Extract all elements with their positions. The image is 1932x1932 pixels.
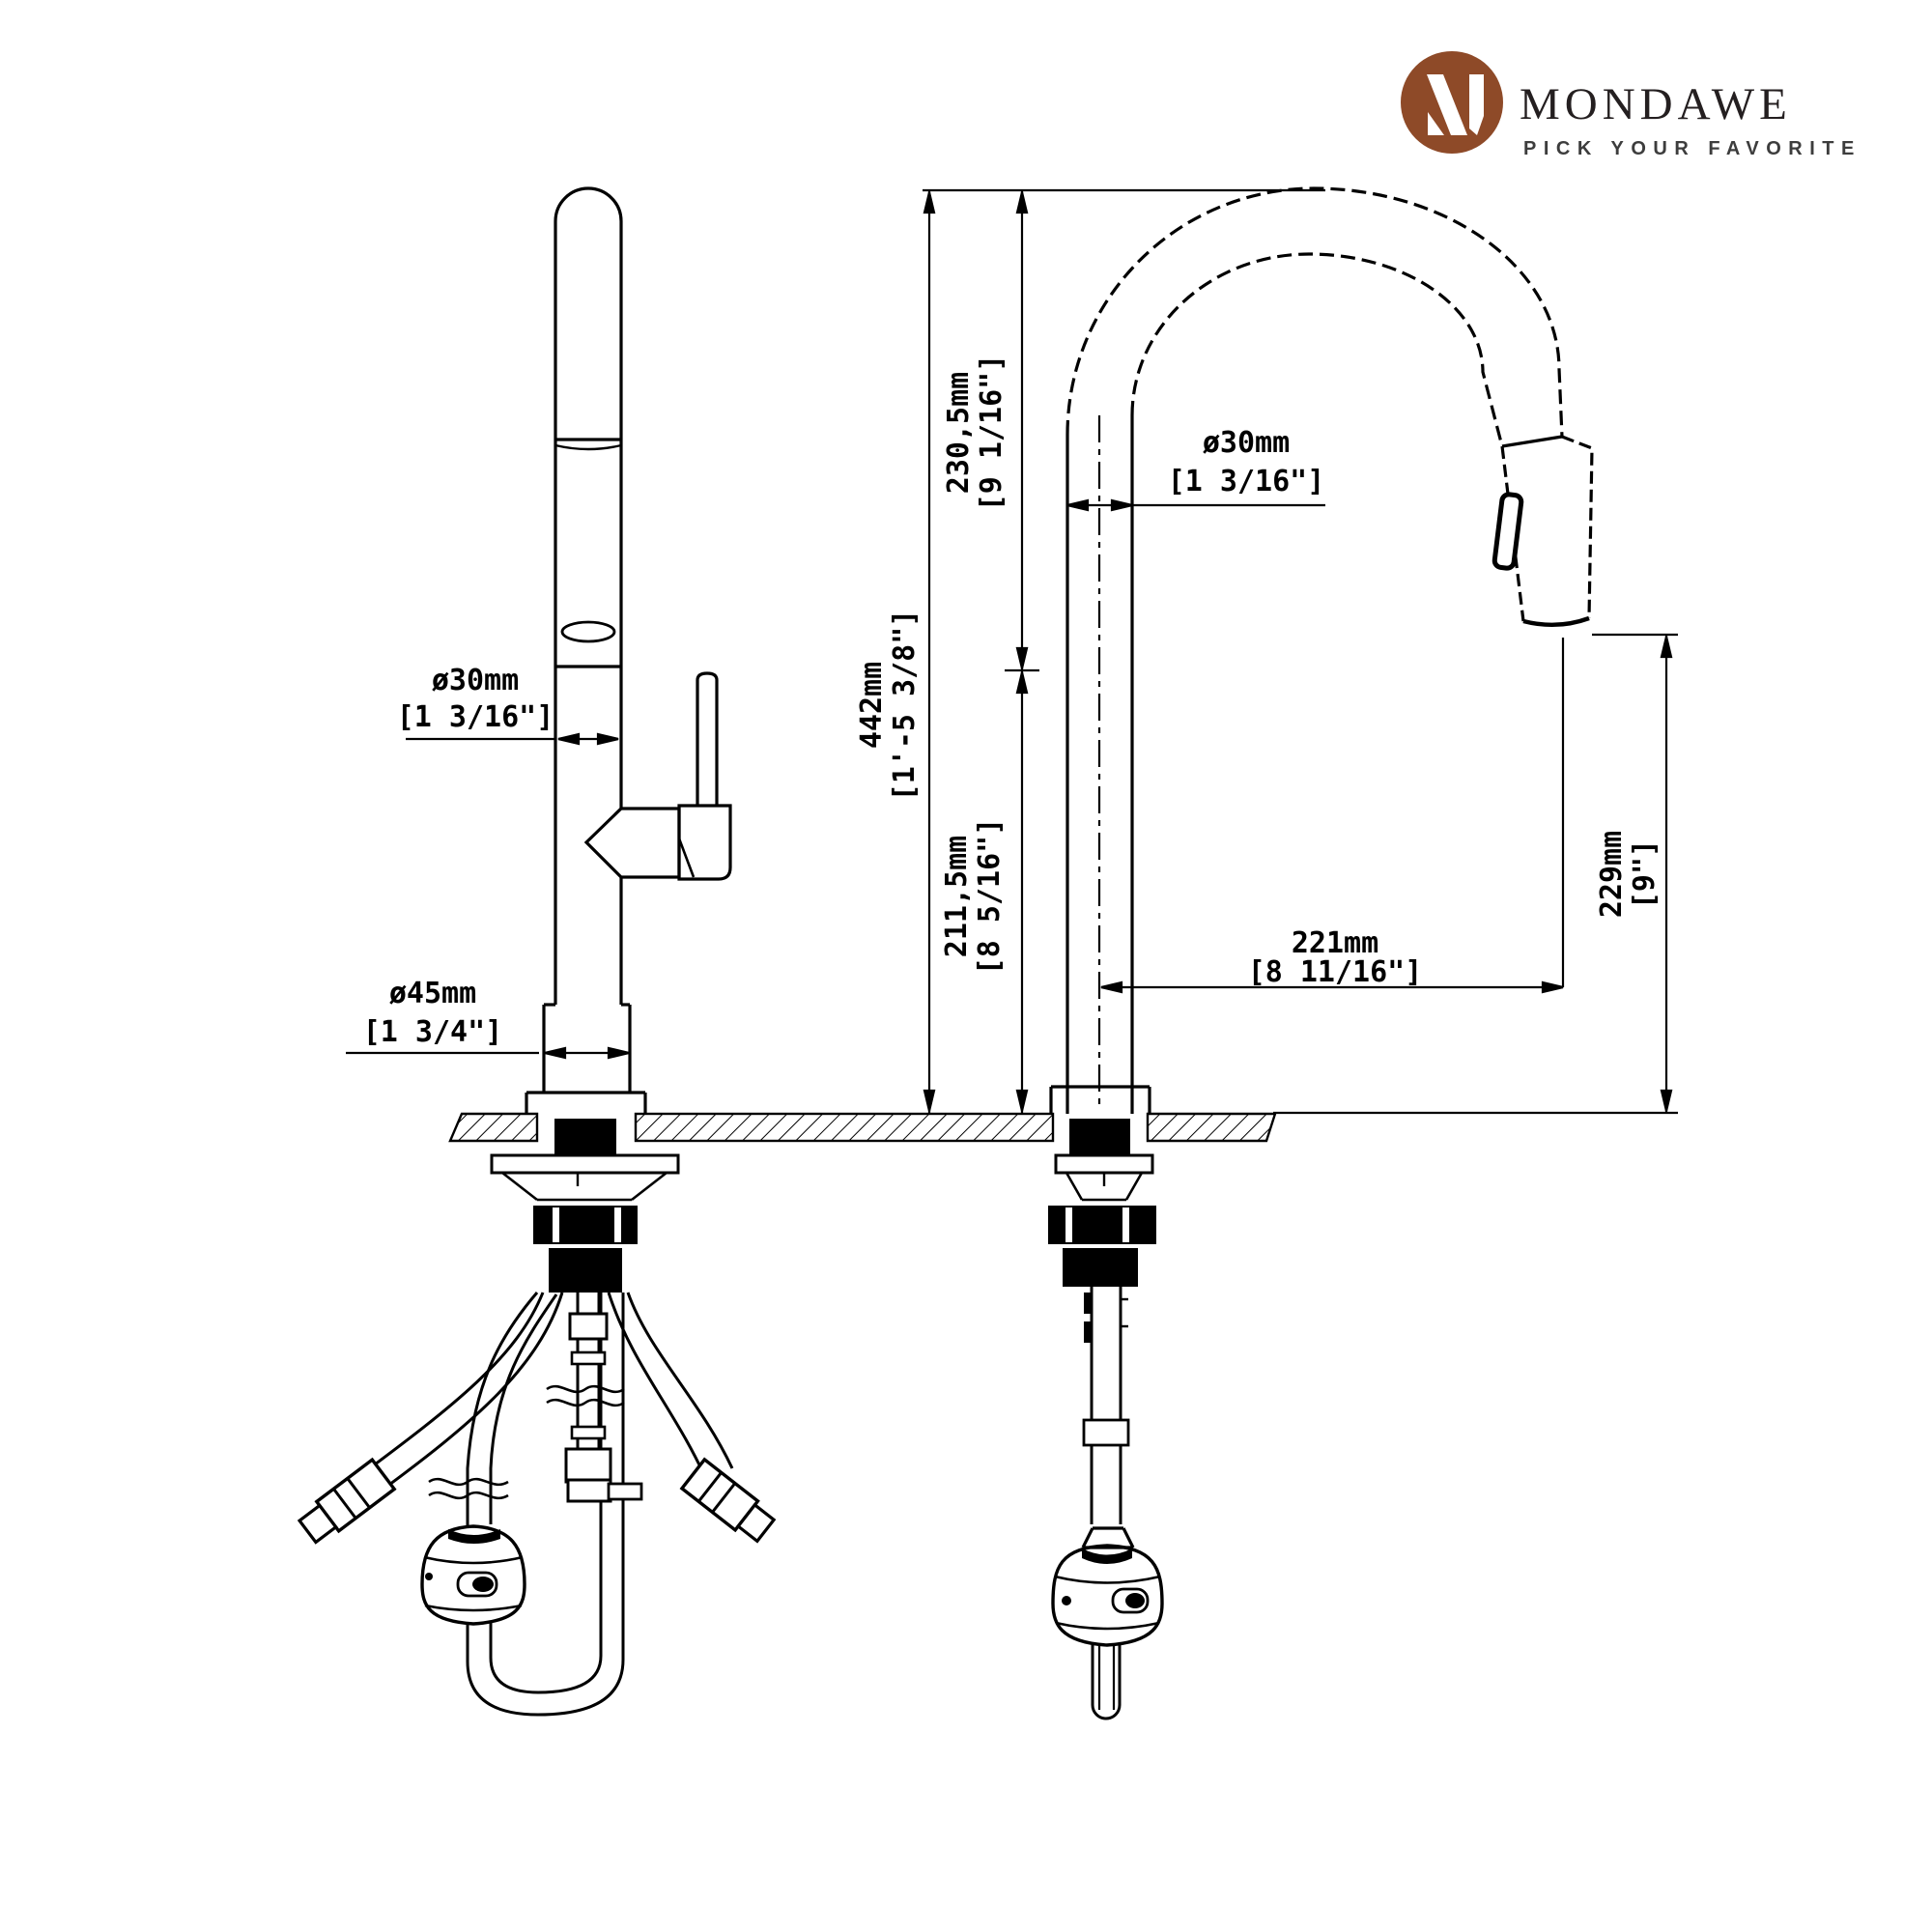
brand-name: MONDAWE [1520, 79, 1792, 129]
left-hose-hex-fitting [297, 1457, 397, 1545]
dimension-left-spout-diameter [406, 732, 620, 746]
label-right-spout-diameter-in: [1 3/16"] [1168, 465, 1325, 498]
dimension-annotations [346, 188, 1678, 1113]
label-upper-height-in: [9 1/16"] [975, 355, 1009, 512]
dimension-reach [1099, 638, 1565, 994]
logo-monogram-icon [1427, 74, 1484, 135]
label-spray-head-height-in: [9"] [1628, 839, 1662, 909]
quick-connect-rod [564, 1293, 643, 1503]
label-upper-height-mm: 230,5mm [942, 372, 976, 494]
right-faucet-mounting-hardware [1048, 1119, 1164, 1720]
left-faucet-mounting-hardware [490, 1119, 680, 1293]
right-faucet-front-view [1049, 186, 1594, 1114]
left-hose-weight [420, 1524, 526, 1626]
counter-deck [448, 1111, 1678, 1143]
dimension-left-base-diameter [346, 1046, 631, 1060]
brand-tagline: PICK YOUR FAVORITE [1523, 138, 1861, 159]
right-hose-hex-fitting [679, 1457, 777, 1544]
label-left-spout-diameter-mm: ø30mm [432, 664, 519, 697]
label-left-base-diameter-mm: ø45mm [389, 977, 476, 1010]
dimension-text: ø30mm [1 3/16"] ø45mm [1 3/4"] ø30mm [1 … [363, 355, 1662, 1049]
label-reach-in: [8 11/16"] [1248, 955, 1423, 989]
label-lower-height-mm: 211,5mm [940, 836, 974, 957]
label-left-spout-diameter-in: [1 3/16"] [397, 700, 554, 734]
label-total-height-mm: 442mm [855, 662, 889, 749]
label-total-height-in: [1'-5 3/8"] [888, 610, 922, 802]
left-faucet-supply-hoses [297, 1292, 777, 1717]
dimension-spray-head-height [1592, 633, 1678, 1113]
left-faucet-handle [583, 671, 732, 881]
dimension-total-height [923, 190, 936, 1113]
sprayer-button [1492, 492, 1524, 571]
right-hose-weight [1051, 1544, 1164, 1647]
label-lower-height-in: [8 5/16"] [973, 818, 1007, 976]
hose-break-marks [428, 1384, 625, 1500]
mondawe-logo: MONDAWE PICK YOUR FAVORITE [1401, 51, 1861, 159]
pulldown-sprayer-head [1492, 435, 1594, 628]
label-left-base-diameter-in: [1 3/4"] [363, 1015, 503, 1049]
label-spray-head-height-mm: 229mm [1595, 831, 1629, 918]
left-faucet-side-view [525, 186, 732, 1114]
dimension-right-spout-diameter [1065, 498, 1325, 512]
dimension-chained-heights [1005, 190, 1039, 1113]
label-right-spout-diameter-mm: ø30mm [1203, 426, 1290, 460]
label-reach-mm: 221mm [1292, 926, 1378, 960]
